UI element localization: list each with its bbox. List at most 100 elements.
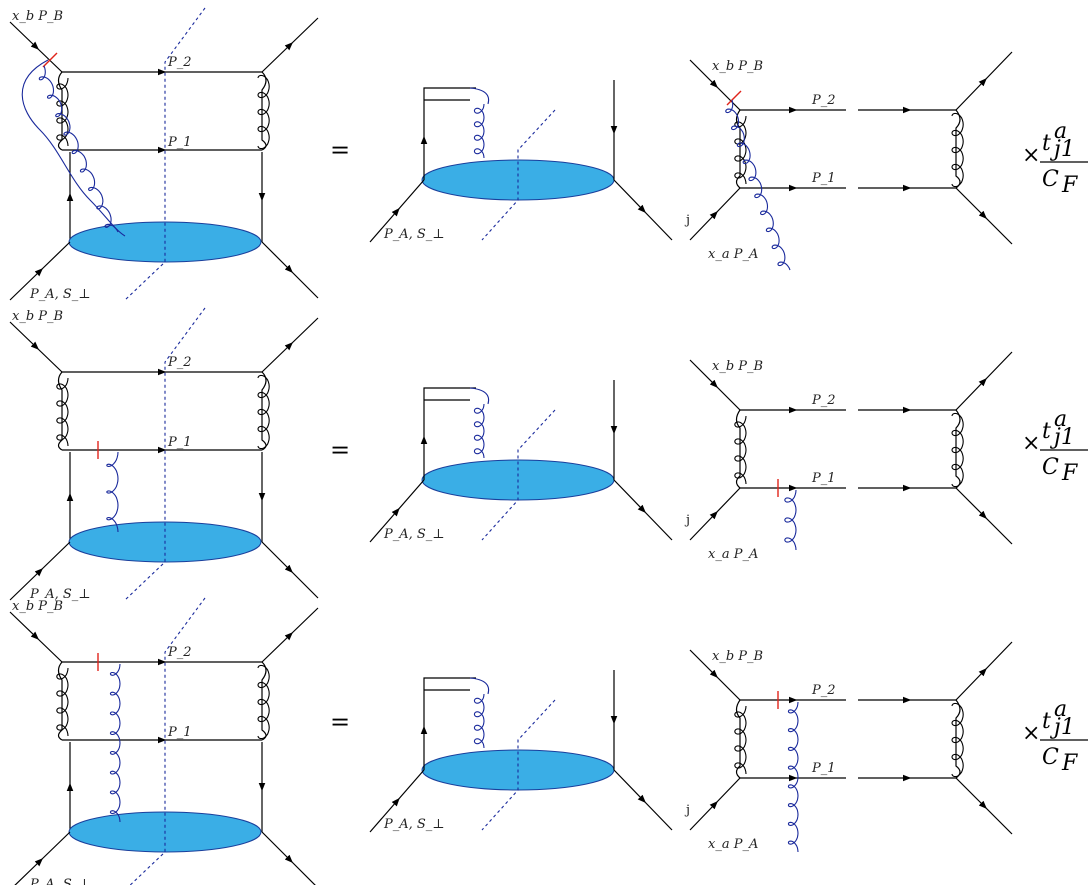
far-gluon	[951, 112, 964, 188]
label-j: j	[684, 513, 690, 528]
times-sign: ×	[1022, 431, 1040, 456]
diagram-row-2: x_b P_BP_2P_1P_A, S_⊥=P_A, S_⊥x_b P_BP_2…	[9, 307, 1088, 602]
factor-subscript: j1	[1049, 137, 1075, 162]
label-pa-st: P_A, S_⊥	[383, 527, 445, 542]
label-pa-st: P_A, S_⊥	[383, 817, 445, 832]
soft-gluon	[21, 59, 126, 237]
right-incoming-xb	[689, 359, 741, 411]
outgoing-bottom-right	[261, 831, 316, 885]
label-p2: P_2	[167, 55, 192, 70]
incoming-xb-line	[9, 321, 63, 373]
factor-numerator: t	[1042, 419, 1051, 444]
soft-gluon	[109, 663, 121, 823]
label-j: j	[684, 803, 690, 818]
soft-gluon-hook	[469, 387, 490, 405]
far-outgoing-top	[955, 351, 1013, 411]
label-p1: P_1	[811, 171, 836, 186]
final-state-cut	[124, 7, 206, 301]
incoming-xb-line	[9, 21, 63, 73]
right-left-rail	[735, 409, 741, 489]
label-p1: P_1	[167, 135, 192, 150]
outgoing-top-right	[261, 607, 319, 663]
label-pa-st: P_A, S_⊥	[29, 587, 91, 602]
middle-cut	[481, 699, 556, 831]
label-xb-pb: x_b P_B	[12, 309, 63, 324]
right-incoming-xb	[689, 649, 741, 701]
label-xa-pa: x_a P_A	[708, 247, 758, 262]
right-gluon	[257, 374, 270, 450]
far-outgoing-bottom	[955, 777, 1013, 835]
far-outgoing-top	[955, 51, 1013, 111]
right-incoming-xa	[689, 487, 741, 541]
left-gluon	[56, 377, 69, 447]
label-p1: P_1	[167, 435, 192, 450]
eikonal-mark	[726, 90, 742, 106]
far-outgoing-bottom	[955, 487, 1013, 545]
outgoing-bottom-right	[261, 241, 319, 299]
middle-diagram: P_A, S_⊥	[369, 380, 673, 543]
wilson-line	[423, 677, 476, 691]
label-xb-pb: x_b P_B	[712, 649, 763, 664]
diagram-row-1: x_b P_BP_2P_1P_A, S_⊥=P_A, S_⊥x_b P_BP_2…	[9, 7, 1088, 302]
right-hard-gluon	[734, 705, 747, 775]
final-state-cut	[129, 597, 206, 885]
factor-denominator: C	[1042, 455, 1059, 480]
right-diagram: x_b P_BP_2P_1x_a P_Aj	[684, 351, 1013, 562]
left-rail	[57, 661, 63, 741]
left-rail	[57, 371, 63, 451]
right-incoming-xb	[689, 59, 741, 111]
label-p2: P_2	[811, 683, 836, 698]
middle-diagram: P_A, S_⊥	[369, 670, 673, 833]
middle-incoming-pa	[369, 479, 425, 543]
label-xb-pb: x_b P_B	[712, 59, 763, 74]
label-pa-st: P_A, S_⊥	[29, 877, 91, 885]
wilson-line	[423, 87, 476, 101]
label-pa-st: P_A, S_⊥	[29, 287, 91, 302]
incoming-xb-line	[9, 611, 63, 663]
incoming-pa-line	[9, 241, 71, 301]
soft-gluon	[473, 403, 485, 459]
left-gluon	[56, 667, 69, 737]
label-pa-st: P_A, S_⊥	[383, 227, 445, 242]
soft-gluon-coils	[38, 65, 119, 233]
soft-gluon	[106, 451, 119, 533]
far-outgoing-bottom	[955, 187, 1013, 245]
incoming-pa-line	[14, 831, 71, 885]
label-xb-pb: x_b P_B	[12, 599, 63, 614]
middle-cut	[481, 109, 556, 241]
factor-den-subscript: F	[1061, 173, 1078, 198]
soft-gluon	[473, 103, 485, 159]
factor-superscript: a	[1054, 119, 1067, 144]
middle-cut	[481, 409, 556, 541]
soft-gluon-hook	[469, 87, 490, 105]
far-gluon	[951, 702, 964, 778]
middle-outgoing	[613, 479, 673, 541]
outgoing-bottom-right	[261, 541, 319, 599]
times-sign: ×	[1022, 721, 1040, 746]
label-j: j	[684, 213, 690, 228]
left-diagram: x_b P_BP_2P_1P_A, S_⊥	[9, 307, 319, 602]
right-diagram: x_b P_BP_2P_1x_a P_Aj	[684, 51, 1013, 271]
right-hard-gluon	[734, 115, 747, 185]
middle-outgoing	[613, 769, 673, 831]
label-p1: P_1	[811, 761, 836, 776]
factor-denominator: C	[1042, 167, 1059, 192]
outgoing-top-right	[261, 317, 319, 373]
factor-superscript: a	[1054, 407, 1067, 432]
right-incoming-xa	[689, 187, 741, 241]
soft-gluon	[784, 489, 797, 551]
left-diagram: x_b P_BP_2P_1P_A, S_⊥	[9, 597, 319, 885]
label-xb-pb: x_b P_B	[712, 359, 763, 374]
factor-den-subscript: F	[1061, 461, 1078, 486]
left-gluon	[56, 77, 69, 147]
soft-gluon	[787, 701, 799, 853]
right-gluon	[257, 664, 270, 740]
middle-outgoing	[613, 179, 673, 241]
label-p2: P_2	[167, 645, 192, 660]
middle-incoming-pa	[369, 769, 425, 833]
factor-subscript: j1	[1049, 715, 1075, 740]
label-xb-pb: x_b P_B	[12, 9, 63, 24]
